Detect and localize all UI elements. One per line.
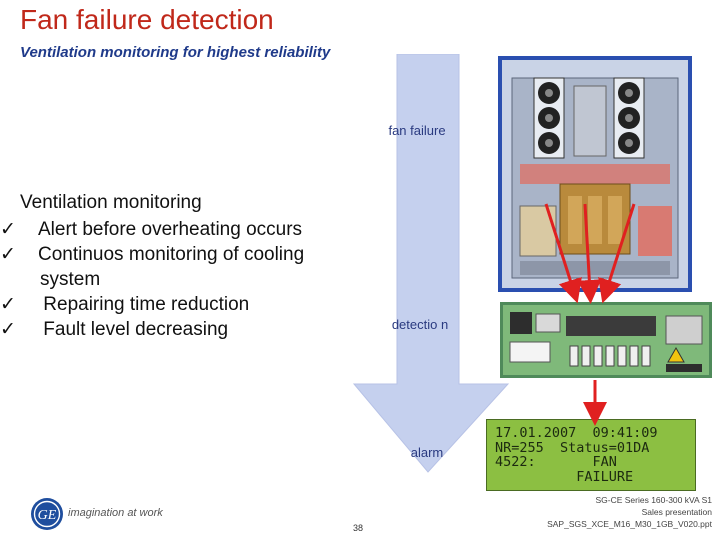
footer-line: SAP_SGS_XCE_M16_M30_1GB_V020.ppt — [547, 519, 712, 529]
slide-title: Fan failure detection — [20, 4, 274, 35]
lcd-line: 17.01.2007 09:41:09 — [495, 425, 658, 441]
flow-arrow-icon — [352, 54, 510, 473]
flow-label-alarm: alarm — [410, 445, 444, 460]
bullet-text: Alert before overheating occurs — [38, 219, 303, 240]
check-icon: ✓ — [0, 294, 16, 315]
ge-logo-icon: GE — [31, 498, 63, 530]
bullet-heading: Ventilation monitoring — [20, 192, 202, 213]
svg-text:GE: GE — [38, 508, 57, 523]
lcd-line: 4522: FAN — [495, 454, 617, 470]
page-number: 38 — [353, 523, 364, 533]
detection-board-image — [500, 302, 712, 378]
check-icon: ✓ — [0, 219, 16, 240]
flow-label-detection: detectio n — [391, 317, 449, 332]
lcd-line: NR=255 Status=01DA — [495, 439, 650, 456]
bullet-item: ✓ Repairing time reduction — [0, 292, 350, 317]
alarm-lcd-display: 17.01.2007 09:41:09 NR=255 Status=01DA 4… — [486, 419, 696, 491]
footer-info: SG-CE Series 160-300 kVA S1 Sales presen… — [547, 494, 712, 530]
fan-icon — [613, 77, 645, 159]
flow-label-fan-failure: fan failure — [388, 123, 446, 138]
bullet-item: ✓ Alert before overheating occurs — [0, 217, 350, 242]
footer-line: Sales presentation — [641, 507, 712, 517]
check-icon: ✓ — [0, 244, 16, 265]
check-icon: ✓ — [0, 319, 16, 340]
slide-subtitle: Ventilation monitoring for highest relia… — [20, 44, 331, 61]
bullet-list: Ventilation monitoring ✓ Alert before ove… — [0, 190, 350, 342]
bullet-text: Repairing time reduction — [38, 294, 250, 315]
bullet-item: ✓ Fault level decreasing — [0, 317, 350, 342]
bullet-item: ✓ Continuos monitoring of cooling system — [0, 242, 350, 292]
footer-line: SG-CE Series 160-300 kVA S1 — [595, 495, 712, 505]
lcd-line: FAILURE — [495, 468, 634, 485]
logo-tagline: imagination at work — [68, 507, 163, 519]
bullet-text: Continuos monitoring of cooling system — [38, 244, 305, 290]
fan-icon — [533, 77, 565, 159]
bullet-text: Fault level decreasing — [38, 319, 229, 340]
ups-cabinet-image — [498, 56, 692, 292]
